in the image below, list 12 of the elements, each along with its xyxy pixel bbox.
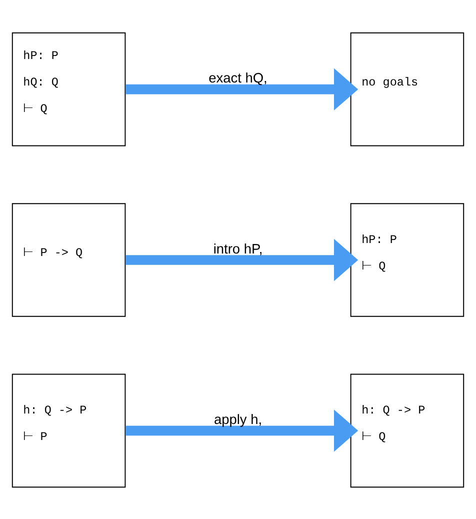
node-box: h: Q -> P ⊢ P: [12, 373, 126, 488]
arrow: [125, 409, 358, 452]
arrow: [125, 238, 358, 281]
edge-label: intro hP,: [213, 240, 263, 256]
edge-label: apply h,: [214, 412, 262, 427]
node-box: hP: P hQ: Q ⊢ Q: [12, 32, 126, 146]
node-box: hP: P ⊢ Q: [350, 202, 464, 316]
edge-label: exact hQ,: [208, 70, 268, 86]
node-box: no goals: [350, 32, 464, 146]
node-box: h: Q -> P ⊢ Q: [350, 373, 464, 488]
arrow: [125, 68, 358, 110]
node-box: ⊢ P -> Q: [12, 202, 126, 316]
